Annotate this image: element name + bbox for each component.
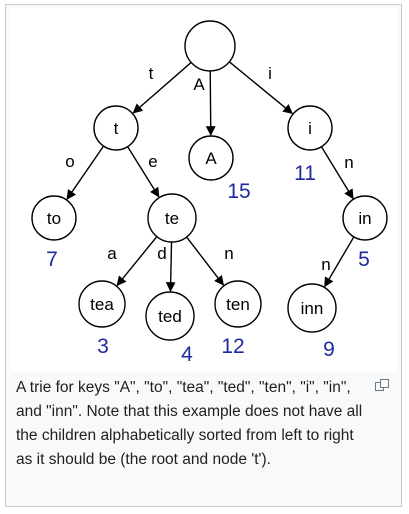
node-label-A: A	[205, 149, 217, 168]
edge-i-in	[320, 146, 354, 200]
node-value-ten: 12	[221, 335, 244, 358]
node-value-in: 5	[358, 248, 370, 271]
edge-root-i	[228, 61, 293, 115]
node-root[interactable]	[184, 20, 236, 72]
edge-label-t-te: e	[148, 152, 157, 171]
node-inn[interactable]	[287, 283, 337, 333]
edge-t-to	[66, 145, 105, 200]
edge-label-in-inn: n	[321, 255, 330, 274]
node-value-to: 7	[46, 248, 58, 271]
figure-caption: A trie for keys "A", "to", "tea", "ted",…	[16, 379, 363, 468]
node-value-i: 11	[294, 162, 316, 185]
node-tea[interactable]	[78, 280, 126, 328]
edge-label-root-i: i	[268, 64, 272, 83]
node-label-ted: ted	[158, 307, 182, 326]
node-ted[interactable]	[145, 291, 195, 341]
edge-label-te-ted: d	[157, 244, 166, 263]
node-label-tea: tea	[90, 295, 114, 314]
edge-label-root-A: A	[193, 75, 205, 94]
edge-label-te-ten: n	[224, 244, 233, 263]
magnify-icon[interactable]	[375, 379, 389, 391]
node-value-ted: 4	[181, 343, 193, 366]
node-label-in: in	[358, 209, 371, 228]
node-label-t: t	[114, 119, 119, 138]
node-A[interactable]	[188, 135, 234, 181]
edge-t-te	[127, 146, 160, 198]
edge-label-t-to: o	[65, 152, 74, 171]
node-value-A: 15	[227, 180, 250, 203]
node-label-inn: inn	[301, 299, 324, 318]
edge-te-ted	[165, 241, 176, 292]
edge-root-A	[205, 70, 216, 136]
node-ten[interactable]	[214, 280, 262, 328]
node-label-ten: ten	[226, 295, 250, 314]
node-label-i: i	[308, 119, 312, 138]
edge-te-ten	[186, 236, 224, 286]
node-value-inn: 9	[323, 338, 335, 361]
edge-label-te-tea: a	[107, 244, 117, 263]
node-to[interactable]	[31, 195, 77, 241]
node-i[interactable]	[287, 105, 333, 151]
edge-root-t	[132, 61, 192, 114]
edge-label-i-in: n	[344, 153, 353, 172]
node-in[interactable]	[342, 195, 388, 241]
node-te[interactable]	[147, 193, 197, 243]
node-value-tea: 3	[97, 335, 109, 358]
node-t[interactable]	[93, 105, 139, 151]
node-label-te: te	[165, 209, 179, 228]
edge-te-tea	[116, 236, 158, 287]
edge-in-inn	[324, 236, 355, 288]
node-label-to: to	[47, 209, 61, 228]
edge-label-root-t: t	[149, 64, 154, 83]
